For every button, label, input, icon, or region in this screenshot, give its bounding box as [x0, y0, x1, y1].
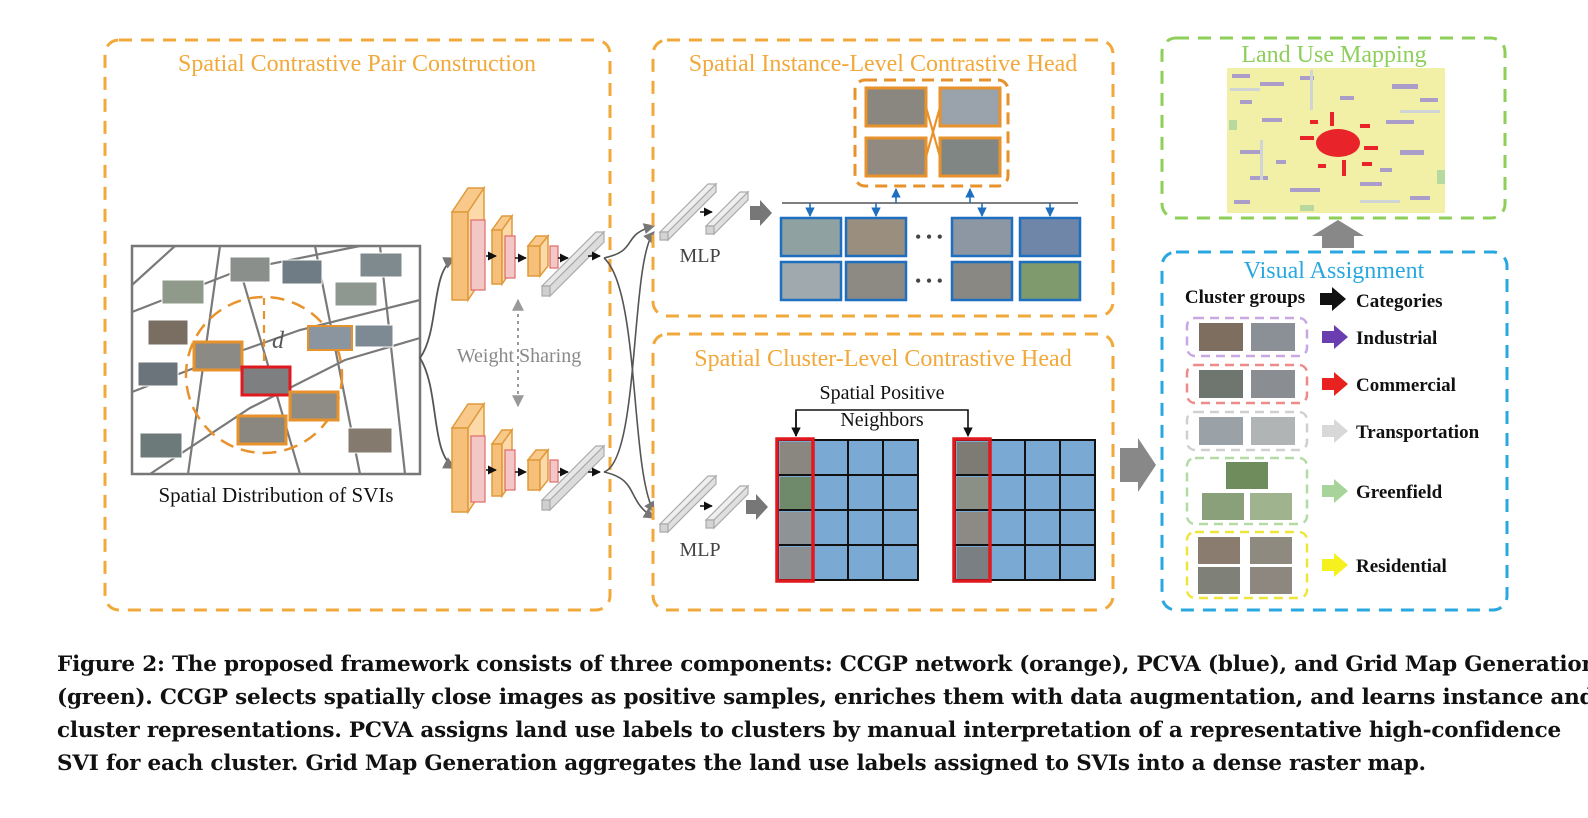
- flow-arrow: [750, 200, 772, 226]
- caption-line: SVI for each cluster. Grid Map Generatio…: [57, 751, 1426, 776]
- cluster-thumb: [1199, 370, 1243, 398]
- cluster-head-panel: [651, 332, 1115, 612]
- augmented-view-thumb: [864, 136, 928, 178]
- neighborhood-radius-circle: [184, 295, 344, 455]
- category-arrow: [1322, 372, 1348, 396]
- cluster-thumb: [1199, 417, 1243, 445]
- sample-thumb: [844, 216, 908, 258]
- cluster-thumb: [1198, 537, 1240, 564]
- sample-thumb: [950, 216, 1014, 258]
- sample-thumb: [950, 260, 1014, 302]
- mlp-label-bottom: MLP: [679, 539, 720, 561]
- positive-sample-thumb: [288, 390, 340, 422]
- cluster-thumb: [1198, 567, 1240, 594]
- neighbors-label-line2: Neighbors: [840, 409, 924, 431]
- sample-thumb: [779, 216, 843, 258]
- caption-line: (green). CCGP selects spatially close im…: [57, 685, 1588, 710]
- positive-neighbor-column: [775, 437, 815, 583]
- cluster-thumb: [1250, 567, 1292, 594]
- category-row-commercial: Commercial: [1185, 363, 1456, 405]
- cluster-thumb: [1251, 323, 1295, 351]
- augmented-view-thumb: [938, 136, 1002, 178]
- cluster-groups-header: Cluster groups: [1185, 287, 1305, 308]
- header-arrow: [1320, 287, 1346, 311]
- categories-header: Categories: [1356, 291, 1443, 312]
- category-label: Transportation: [1356, 422, 1480, 443]
- category-row-greenfield: Greenfield: [1185, 456, 1443, 526]
- cluster-grid-right: [952, 437, 1096, 583]
- map-caption: Spatial Distribution of SVIs: [158, 483, 393, 507]
- category-rows: IndustrialCommercialTransportationGreenf…: [1185, 316, 1480, 600]
- category-arrow: [1322, 479, 1348, 503]
- sample-thumb: [1018, 260, 1082, 302]
- cnn-encoder-bottom: [450, 401, 606, 515]
- instance-head-panel: [651, 38, 1115, 318]
- visual-assignment-panel: [1160, 250, 1509, 612]
- category-row-residential: Residential: [1185, 530, 1447, 600]
- cluster-thumb: [1251, 370, 1295, 398]
- cluster-group-box: [1185, 363, 1309, 405]
- anchor-sample-thumb: [240, 365, 292, 397]
- cluster-thumb: [1250, 493, 1292, 520]
- caption-line: cluster representations. PCVA assigns la…: [57, 718, 1561, 743]
- sample-thumb: [779, 260, 843, 302]
- flow-arrow: [1120, 438, 1156, 492]
- category-label: Residential: [1356, 556, 1447, 577]
- positive-sample-thumb: [192, 340, 244, 372]
- augmented-view-thumb: [938, 86, 1002, 128]
- flow-arrow: [1312, 220, 1364, 248]
- neighbors-label-line1: Spatial Positive: [820, 382, 945, 404]
- land-use-panel: [1160, 36, 1507, 220]
- cluster-group-box: [1185, 316, 1309, 358]
- cluster-group-box: [1185, 410, 1309, 452]
- cluster-group-box: [1185, 530, 1309, 600]
- pair-construction-panel: [103, 38, 612, 612]
- land-use-title: Land Use Mapping: [1241, 42, 1426, 68]
- ellipsis: • • •: [915, 271, 943, 291]
- framework-diagram: Spatial Contrastive Pair Construction d: [103, 36, 1509, 612]
- visual-assignment-title: Visual Assignment: [1244, 258, 1425, 284]
- category-arrow: [1322, 419, 1348, 443]
- distance-label: d: [272, 328, 285, 354]
- mlp-top: [658, 182, 750, 242]
- caption-line: Figure 2: The proposed framework consist…: [57, 652, 1588, 677]
- cluster-thumb: [1250, 537, 1292, 564]
- sample-thumb: [844, 260, 908, 302]
- mlp-label-top: MLP: [679, 245, 720, 267]
- category-row-industrial: Industrial: [1185, 316, 1437, 358]
- neighbor-sample-thumb: [307, 325, 353, 351]
- cluster-thumb: [1251, 417, 1295, 445]
- instance-head-title: Spatial Instance-Level Contrastive Head: [689, 51, 1078, 77]
- positive-pair-group: [853, 78, 1010, 188]
- ellipsis: • • •: [915, 227, 943, 247]
- cluster-thumb: [1199, 323, 1243, 351]
- category-arrow: [1322, 553, 1348, 577]
- svi-spatial-map: d: [130, 244, 422, 476]
- category-row-transportation: Transportation: [1185, 410, 1480, 452]
- positive-sample-thumb: [236, 414, 288, 446]
- mlp-bottom: [658, 474, 750, 534]
- cnn-encoder-top: [450, 185, 606, 303]
- cluster-thumb: [1226, 462, 1268, 489]
- augmented-view-thumb: [864, 86, 928, 128]
- figure-caption: Figure 2: The proposed framework consist…: [57, 648, 1588, 780]
- flow-arrow: [746, 494, 768, 520]
- category-label: Industrial: [1356, 328, 1437, 349]
- cluster-group-box: [1185, 456, 1309, 526]
- cluster-grid-left: [775, 437, 919, 583]
- positive-neighbor-column: [952, 437, 992, 583]
- cluster-head-title: Spatial Cluster-Level Contrastive Head: [694, 346, 1071, 372]
- category-label: Commercial: [1356, 375, 1456, 396]
- land-use-map: [1227, 68, 1445, 213]
- cluster-thumb: [1202, 493, 1244, 520]
- pair-construction-title: Spatial Contrastive Pair Construction: [178, 51, 536, 77]
- category-arrow: [1322, 325, 1348, 349]
- weight-sharing-label: Weight Sharing: [457, 345, 581, 367]
- category-label: Greenfield: [1356, 482, 1443, 503]
- sample-thumb: [1018, 216, 1082, 258]
